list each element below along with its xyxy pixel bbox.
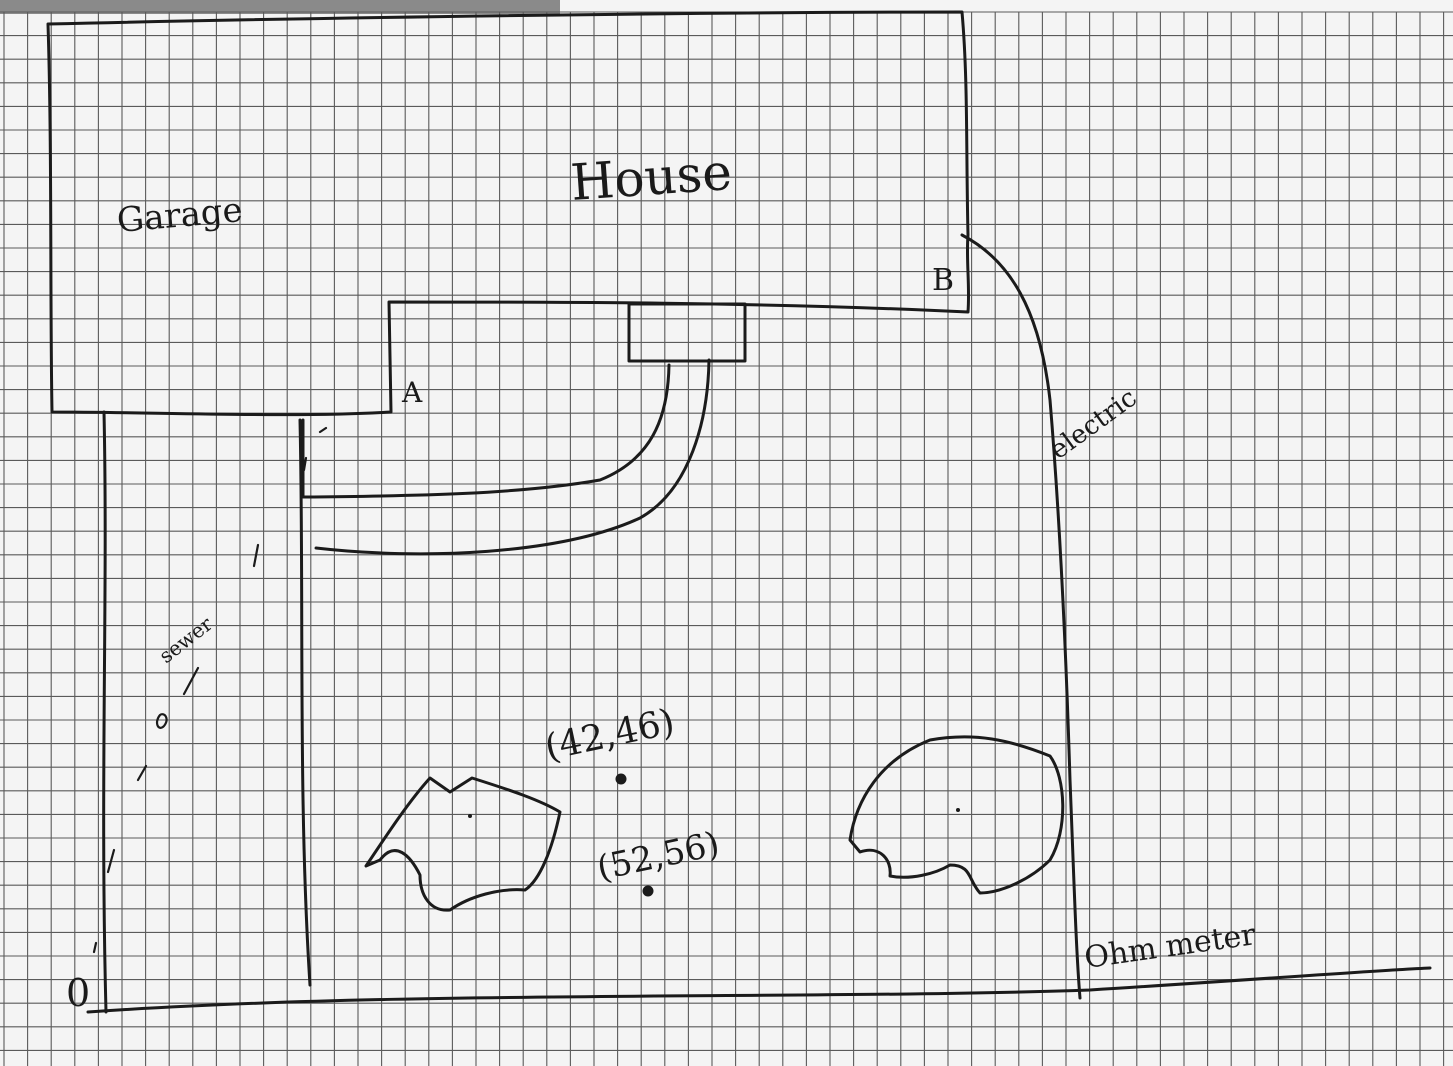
bush-right-dot [956, 808, 960, 812]
driveway-outer [314, 358, 711, 556]
porch-step [627, 302, 747, 363]
bush-left-outline [364, 776, 562, 912]
electric-line [960, 233, 1082, 1000]
survey-point-1 [615, 773, 627, 785]
house-label: House [569, 143, 734, 212]
grid-lines [0, 11, 1453, 1066]
origin-label: 0 [66, 971, 90, 1015]
driveway-inner [301, 363, 671, 499]
point-b-label: B [932, 263, 954, 298]
house-outline [46, 10, 971, 417]
survey-point-2 [642, 885, 654, 897]
point-a-label: A [401, 376, 423, 409]
tick-marks [92, 426, 328, 954]
bush-left-dot [468, 814, 472, 818]
sewer-line-left [102, 410, 108, 1014]
scan-edge [0, 0, 560, 14]
property-line [86, 966, 1432, 1014]
bush-right-outline [848, 735, 1065, 895]
sewer-line-right [298, 418, 312, 987]
